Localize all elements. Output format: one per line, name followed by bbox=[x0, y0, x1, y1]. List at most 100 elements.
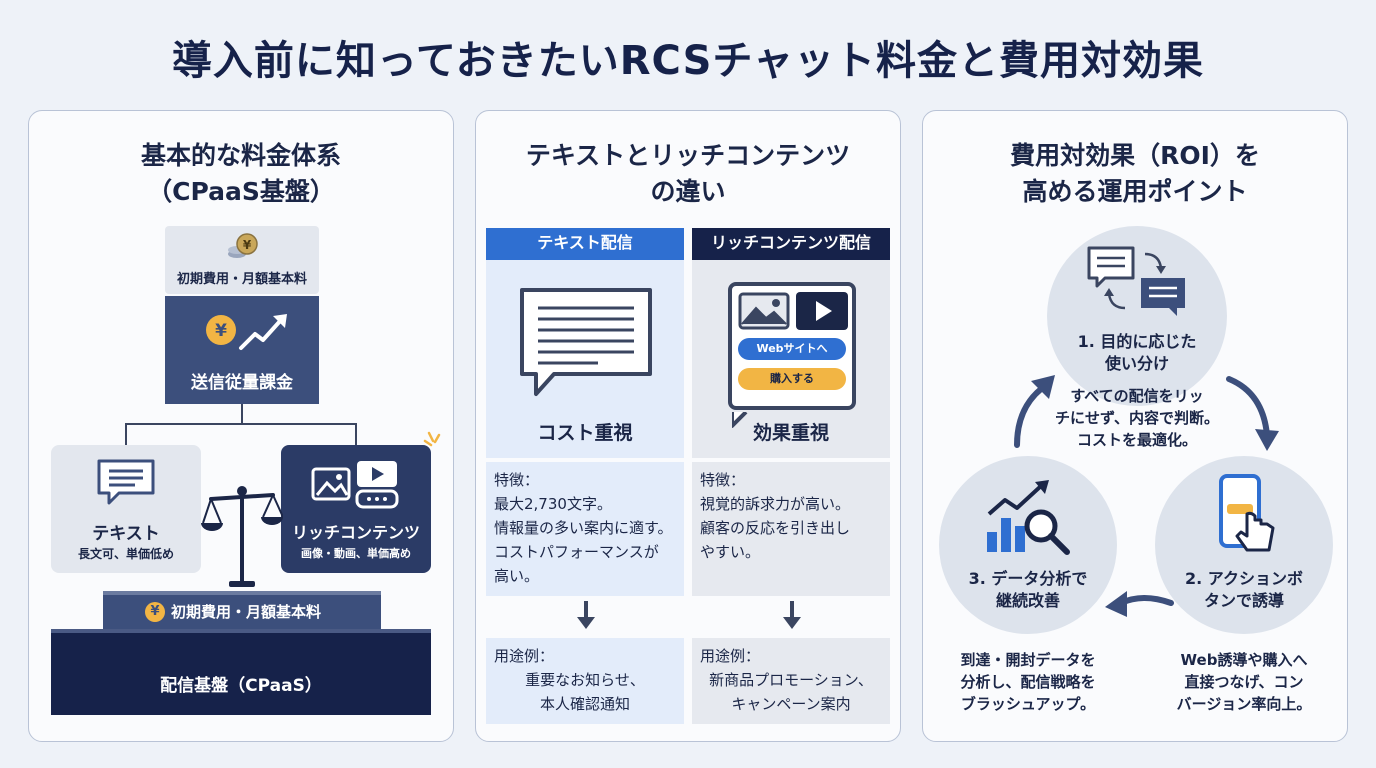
panel2-heading-line1: テキストとリッチコンテンツ bbox=[525, 141, 851, 170]
rich-delivery-features: 特徴： 視覚的訴求力が高い。 顧客の反応を引き出し やすい。 bbox=[692, 462, 890, 596]
step1-desc-line: すべての配信をリッ bbox=[1070, 387, 1204, 405]
usage-billing-box: ¥ 送信従量課金 bbox=[165, 296, 319, 404]
rich-card-title: リッチコンテンツ bbox=[291, 523, 420, 542]
step2-desc: Web誘導や購入へ 直接つなげ、コン バージョン率向上。 bbox=[1149, 649, 1339, 715]
rich-message-mockup: Webサイトへ 購入する bbox=[728, 282, 856, 410]
rich-pricing-card: リッチコンテンツ 画像・動画、単価高め bbox=[281, 445, 431, 573]
rich-feature-line: 視覚的訴求力が高い。 bbox=[700, 495, 851, 513]
text-card-title: テキスト bbox=[92, 524, 160, 544]
rich-delivery-usecases: 用途例： 新商品プロモーション、 キャンペーン案内 bbox=[692, 638, 890, 724]
step1-circle bbox=[1047, 226, 1227, 406]
panel1-heading-line1: 基本的な料金体系 bbox=[140, 141, 341, 170]
step3-title-line: 継続改善 bbox=[995, 591, 1060, 610]
text-feature-line: コストパフォーマンスが bbox=[494, 543, 659, 561]
rich-features-label: 特徴： bbox=[700, 471, 746, 489]
text-delivery-caption: コスト重視 bbox=[537, 422, 633, 444]
chat-bubble-icon bbox=[95, 457, 157, 511]
smartphone-tap-icon bbox=[1217, 474, 1279, 564]
step3-circle: 3. データ分析で 継続改善 bbox=[939, 456, 1117, 634]
step2-desc-line: バージョン率向上。 bbox=[1176, 695, 1312, 713]
base-upper-tier: ¥ 初期費用・月額基本料 bbox=[103, 591, 381, 629]
step3-desc-line: 分析し、配信戦略を bbox=[960, 673, 1096, 691]
step1-title-line: 1. 目的に応じた bbox=[1077, 332, 1197, 351]
cycle-arrow-left-icon bbox=[1007, 373, 1063, 453]
step3-desc: 到達・開封データを 分析し、配信戦略を ブラッシュアップ。 bbox=[933, 649, 1123, 715]
text-delivery-usecases: 用途例： 重要なお知らせ、 本人確認通知 bbox=[486, 638, 684, 724]
connector-vertical bbox=[241, 404, 243, 424]
text-pricing-card: テキスト 長文可、単価低め bbox=[51, 445, 201, 573]
message-exchange-icon bbox=[1087, 246, 1187, 322]
yen-growth-icon: ¥ bbox=[201, 308, 291, 358]
text-delivery-features: 特徴： 最大2,730文字。 情報量の多い案内に適す。 コストパフォーマンスが … bbox=[486, 462, 684, 596]
coins-icon: ¥ bbox=[225, 232, 259, 266]
step3-desc-line: ブラッシュアップ。 bbox=[960, 695, 1096, 713]
step2-desc-line: Web誘導や購入へ bbox=[1180, 651, 1308, 669]
roi-panel: 費用対効果（ROI）を 高める運用ポイント 1. 目的に応じた 使い分け すべて… bbox=[922, 110, 1348, 742]
yen-coin-icon: ¥ bbox=[145, 602, 165, 622]
base-lower-label: 配信基盤（CPaaS） bbox=[160, 676, 322, 696]
step2-title: 2. アクションボ タンで誘導 bbox=[1155, 568, 1333, 612]
step2-circle: 2. アクションボ タンで誘導 bbox=[1155, 456, 1333, 634]
video-play-icon bbox=[796, 292, 848, 334]
connector-right bbox=[355, 423, 357, 445]
text-delivery-header: テキスト配信 bbox=[486, 228, 684, 260]
step1-title: 1. 目的に応じた 使い分け bbox=[1057, 331, 1217, 375]
step1-desc-line: チにせず、内容で判断。 bbox=[1055, 409, 1219, 427]
chart-magnifier-icon bbox=[983, 478, 1075, 560]
rich-delivery-caption: 効果重視 bbox=[752, 422, 829, 444]
step3-title-line: 3. データ分析で bbox=[968, 569, 1088, 588]
initial-fee-label: 初期費用・月額基本料 bbox=[176, 272, 307, 287]
rich-delivery-header: リッチコンテンツ配信 bbox=[692, 228, 890, 260]
document-bubble-icon bbox=[518, 286, 654, 402]
step1-desc: すべての配信をリッ チにせず、内容で判断。 コストを最適化。 bbox=[1037, 385, 1237, 451]
text-card-desc: 長文可、単価低め bbox=[77, 547, 174, 561]
balance-scale-icon bbox=[201, 483, 284, 599]
rich-usecase-line: 新商品プロモーション、 bbox=[709, 671, 873, 689]
text-usecase-line: 重要なお知らせ、 bbox=[525, 671, 645, 689]
text-feature-line: 情報量の多い案内に適す。 bbox=[494, 519, 673, 537]
svg-text:¥: ¥ bbox=[243, 238, 252, 252]
usage-billing-label: 送信従量課金 bbox=[191, 373, 293, 393]
step2-title-line: 2. アクションボ bbox=[1185, 569, 1303, 588]
rich-usecase-label: 用途例： bbox=[700, 647, 761, 665]
text-vs-rich-panel: テキストとリッチコンテンツ の違い テキスト配信 コスト重視 特徴： 最大2,7… bbox=[475, 110, 901, 742]
rich-feature-line: やすい。 bbox=[700, 543, 761, 561]
initial-fee-box: ¥ 初期費用・月額基本料 bbox=[165, 226, 319, 294]
rich-down-arrow-icon bbox=[782, 601, 802, 635]
panel1-heading-line2: （CPaaS基盤） bbox=[147, 177, 335, 206]
text-usecase-label: 用途例： bbox=[494, 647, 555, 665]
svg-text:¥: ¥ bbox=[215, 321, 227, 341]
step3-desc-line: 到達・開封データを bbox=[960, 651, 1096, 669]
text-feature-line: 最大2,730文字。 bbox=[494, 495, 612, 513]
image-icon bbox=[738, 292, 790, 334]
cycle-arrow-bottom-icon bbox=[1103, 585, 1175, 625]
rich-card-desc: 画像・動画、単価高め bbox=[301, 547, 411, 560]
step2-title-line: タンで誘導 bbox=[1203, 591, 1284, 610]
connector-horizontal bbox=[125, 423, 357, 425]
bubble-tail-icon bbox=[730, 410, 752, 432]
pricing-structure-panel: 基本的な料金体系 （CPaaS基盤） ¥ 初期費用・月額基本料 ¥ 送信従量課金 bbox=[28, 110, 454, 742]
step1-title-line: 使い分け bbox=[1104, 354, 1169, 373]
page-title: 導入前に知っておきたいRCSチャット料金と費用対効果 bbox=[171, 38, 1205, 84]
panel2-heading-line2: の違い bbox=[650, 177, 726, 206]
text-usecase-line: 本人確認通知 bbox=[539, 695, 630, 713]
rich-usecase-line: キャンペーン案内 bbox=[731, 695, 851, 713]
connector-left bbox=[125, 423, 127, 445]
rich-delivery-visual: Webサイトへ 購入する 効果重視 bbox=[692, 260, 890, 458]
panel3-heading-line1: 費用対効果（ROI）を bbox=[1010, 141, 1260, 170]
step3-title: 3. データ分析で 継続改善 bbox=[939, 568, 1117, 612]
text-down-arrow-icon bbox=[576, 601, 596, 635]
web-site-button[interactable]: Webサイトへ bbox=[738, 338, 846, 360]
base-lower-tier: 配信基盤（CPaaS） bbox=[51, 629, 431, 715]
step1-desc-line: コストを最適化。 bbox=[1076, 431, 1197, 449]
base-upper-label: 初期費用・月額基本料 bbox=[171, 603, 322, 621]
step2-desc-line: 直接つなげ、コン bbox=[1184, 673, 1304, 691]
text-features-label: 特徴： bbox=[494, 471, 540, 489]
text-feature-line: 高い。 bbox=[494, 567, 540, 585]
rich-feature-line: 顧客の反応を引き出し bbox=[700, 519, 851, 537]
image-video-icon bbox=[311, 459, 403, 515]
cycle-arrow-top-right-icon bbox=[1223, 373, 1283, 457]
text-delivery-visual: コスト重視 bbox=[486, 260, 684, 458]
purchase-button[interactable]: 購入する bbox=[738, 368, 846, 390]
sparkle-icon bbox=[421, 429, 443, 453]
